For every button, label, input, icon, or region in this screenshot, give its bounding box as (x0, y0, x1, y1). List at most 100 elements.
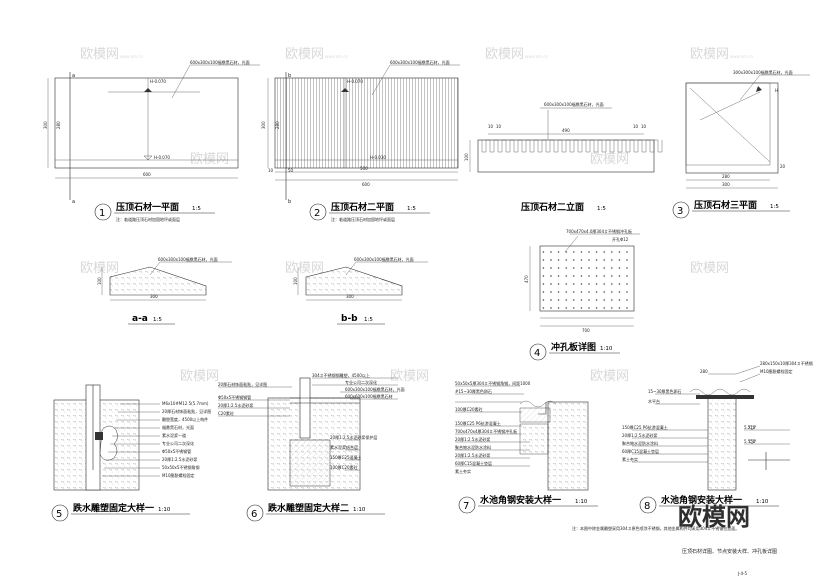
svg-text:H-0.070: H-0.070 (150, 79, 166, 84)
general-note: 注：本图中除金属雕塑采用304＃原色喷涂不锈钢，其他金属构件均采用304＃不锈钢… (572, 525, 739, 531)
svg-text:150厚C25 P6抗渗混凝土: 150厚C25 P6抗渗混凝土 (622, 424, 668, 430)
svg-text:1:10: 1:10 (756, 499, 769, 505)
sheet-number: J-4-5 (737, 571, 747, 576)
svg-text:20厚1:2.5水泥砂浆保护层: 20厚1:2.5水泥砂浆保护层 (330, 434, 377, 440)
svg-text:600x300x100福鼎黑石材，光面: 600x300x100福鼎黑石材，光面 (158, 256, 218, 262)
svg-text:280x150x10厚304＃不锈钢: 280x150x10厚304＃不锈钢 (760, 360, 813, 366)
detail-title: 压顶石材一平面 (116, 201, 179, 213)
svg-text:600x300x100福鼎黑石材，光面: 600x300x100福鼎黑石材，光面 (345, 386, 405, 392)
svg-text:素土夯实: 素土夯实 (455, 468, 471, 474)
detail-6-title: 6 跌水雕塑固定大样二 1:10 (246, 502, 385, 522)
stone-outline (54, 77, 239, 169)
svg-text:490: 490 (562, 128, 570, 133)
detail-5-title: 5 跌水雕塑固定大样一 1:10 (51, 502, 190, 522)
svg-text:素水泥浆一道: 素水泥浆一道 (162, 432, 186, 438)
detail-3-title: 3 压顶石材三平面 1:5 (672, 199, 790, 219)
svg-text:1:10: 1:10 (158, 507, 171, 513)
detail-3-plan: 300x300x100福鼎黑石材，光面 H 280 300 20 (685, 69, 810, 189)
detail-title: b-b (341, 314, 358, 324)
svg-text:300: 300 (261, 121, 266, 129)
svg-text:欧模网: 欧模网 (590, 369, 629, 384)
svg-text:H-0.030: H-0.030 (370, 155, 386, 160)
svg-text:M10膨胀螺栓固定: M10膨胀螺栓固定 (162, 472, 195, 478)
detail-number: 6 (251, 509, 257, 520)
svg-text:注：临道路压顶石材加固地坪或面层: 注：临道路压顶石材加固地坪或面层 (116, 216, 180, 222)
svg-text:600: 600 (143, 172, 151, 177)
svg-text:www.om.cn: www.om.cn (730, 54, 754, 59)
svg-text:1:10: 1:10 (600, 346, 613, 352)
detail-4-perforated-plate: 700x470x4.0厚304＃不锈钢冲孔板 开孔Φ12 700 470 (524, 228, 640, 333)
svg-text:304＃不锈钢钢雕塑，4500以上: 304＃不锈钢钢雕塑，4500以上 (312, 372, 370, 378)
svg-text:H-0.070: H-0.070 (154, 155, 170, 160)
svg-text:M10膨胀螺栓固定: M10膨胀螺栓固定 (760, 368, 793, 374)
svg-text:300: 300 (722, 182, 730, 187)
svg-text:聚合物水泥防水涂料: 聚合物水泥防水涂料 (455, 444, 491, 450)
svg-text:20厚1:2.5水泥砂浆: 20厚1:2.5水泥砂浆 (455, 452, 490, 458)
svg-text:注：临道路压顶石材加固地坪或面层: 注：临道路压顶石材加固地坪或面层 (331, 216, 395, 222)
svg-text:聚合物水泥防水涂料: 聚合物水泥防水涂料 (622, 440, 658, 446)
detail-title: 跌水雕塑固定大样二 (268, 502, 349, 514)
svg-text:20厚1:2.5水泥砂浆: 20厚1:2.5水泥砂浆 (218, 402, 253, 408)
detail-number: 4 (534, 348, 540, 359)
svg-text:700: 700 (582, 328, 590, 333)
svg-text:100: 100 (293, 277, 298, 285)
svg-text:素土夯实: 素土夯实 (622, 456, 638, 462)
watermark: 欧模网 (390, 369, 429, 384)
svg-text:C20素砼: C20素砼 (218, 410, 234, 416)
svg-text:280: 280 (722, 174, 730, 179)
detail-title: 水池角钢安装大样一 (661, 494, 742, 506)
svg-text:20厚1:2.5水泥砂浆: 20厚1:2.5水泥砂浆 (455, 436, 490, 442)
svg-text:500: 500 (360, 166, 368, 171)
watermark: 欧模网 (285, 261, 324, 276)
detail-title: 压顶石材二平面 (331, 201, 394, 213)
detail-4-title: 4 冲孔板详图 1:10 (529, 341, 620, 361)
svg-text:470: 470 (524, 275, 529, 283)
svg-text:Φ50x5不锈钢管: Φ50x5不锈钢管 (162, 448, 191, 454)
svg-text:开孔Φ12: 开孔Φ12 (612, 236, 629, 242)
detail-5-section: M6x10#M12.5(5.7mm) 20厚石材饰面粘贴，见详图 雕塑宽度，45… (53, 384, 211, 491)
svg-text:20厚1:2.5水泥砂浆: 20厚1:2.5水泥砂浆 (162, 456, 197, 462)
svg-text:欧模网: 欧模网 (285, 261, 324, 276)
section-b-b: 600x300x100福鼎黑石材，光面 300 100 b-b 1:5 (293, 256, 428, 325)
watermark: 欧模网 (180, 369, 219, 384)
svg-text:100: 100 (464, 153, 469, 161)
detail-number: 8 (644, 501, 650, 512)
svg-text:600x300x100福鼎黑石材，光面: 600x300x100福鼎黑石材，光面 (190, 59, 250, 65)
svg-text:600: 600 (362, 182, 370, 187)
section-mark-a: a (72, 73, 75, 79)
detail-title: a-a (132, 314, 148, 324)
svg-text:素水泥浆结合层: 素水泥浆结合层 (330, 444, 358, 450)
svg-text:280: 280 (56, 121, 61, 129)
svg-text:欧模网: 欧模网 (590, 152, 629, 167)
svg-text:欧模网: 欧模网 (390, 369, 429, 384)
detail-1-title: 1 压顶石材一平面 1:5 注：临道路压顶石材加固地坪或面层 (94, 201, 215, 222)
svg-text:20厚石材饰面粘贴，见详图: 20厚石材饰面粘贴，见详图 (218, 381, 267, 387)
svg-text:1:10: 1:10 (575, 499, 588, 505)
detail-title: 跌水雕塑固定大样一 (73, 502, 154, 514)
detail-number: 7 (463, 501, 469, 512)
detail-7-section: 50x50x5厚304＃不锈钢角钢，间距1000 #15~30厚黑色卵石 100… (455, 380, 589, 491)
svg-text:600x600x100福鼎黑石材: 600x600x100福鼎黑石材 (345, 393, 393, 399)
svg-text:www.om.cn: www.om.cn (120, 54, 144, 59)
section-mark-a: a (72, 199, 75, 205)
detail-title: 压顶石材二立面 (521, 201, 584, 213)
svg-text:60厚C15混凝土垫层: 60厚C15混凝土垫层 (622, 448, 659, 454)
svg-text:280: 280 (275, 121, 280, 129)
detail-2-title: 2 压顶石材二平面 1:5 注：临道路压顶石材加固地坪或面层 (309, 201, 430, 222)
svg-text:600x300x100福鼎黑石材，光面: 600x300x100福鼎黑石材，光面 (390, 59, 450, 65)
detail-title: 水池角钢安装大样一 (480, 494, 561, 506)
svg-text:www.om.cn: www.om.cn (325, 54, 349, 59)
svg-text:100: 100 (97, 277, 102, 285)
detail-8-section: 5.210 5.150 280 280x150x10厚304＃不锈钢 M10膨胀… (622, 360, 813, 491)
svg-text:福鼎黑石材，光面: 福鼎黑石材，光面 (162, 424, 194, 430)
svg-text:欧模网: 欧模网 (690, 47, 729, 62)
svg-text:600x300x100福鼎黑石材，光面: 600x300x100福鼎黑石材，光面 (544, 101, 604, 107)
svg-text:1:5: 1:5 (192, 206, 201, 212)
section-a-a: 600x300x100福鼎黑石材，光面 300 100 a-a 1:5 (97, 256, 232, 325)
detail-number: 5 (56, 509, 62, 520)
detail-7-title: 7 水池角钢安装大样一 1:10 (458, 494, 598, 514)
svg-text:Φ50x5不锈钢钢管: Φ50x5不锈钢钢管 (218, 394, 251, 400)
